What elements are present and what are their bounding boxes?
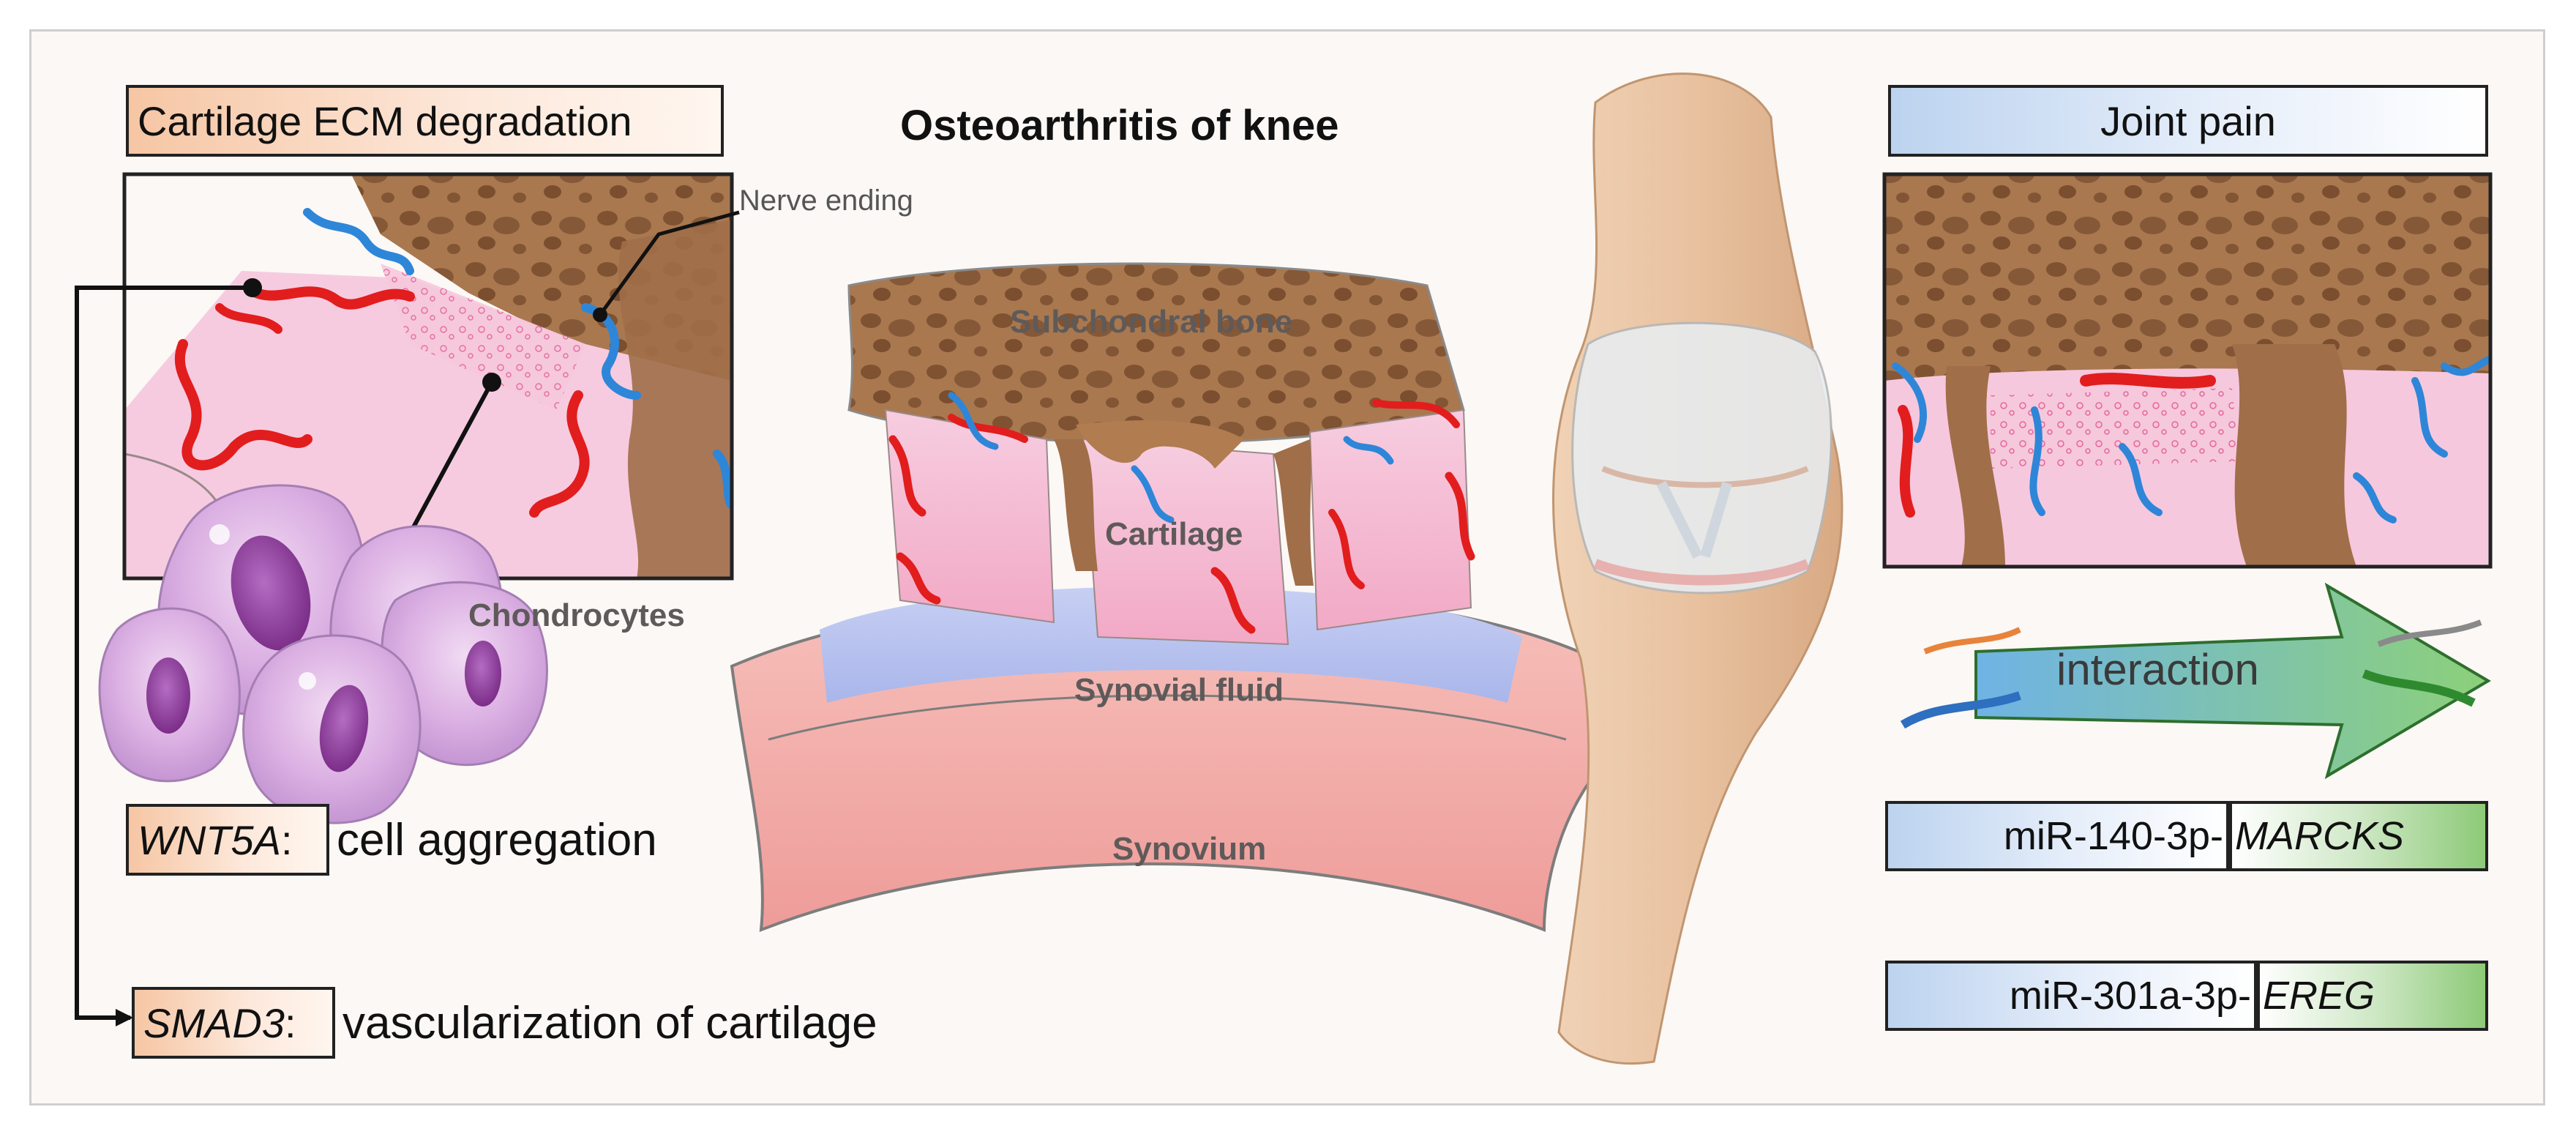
chondrocytes-label: Chondrocytes bbox=[468, 597, 685, 633]
knee-leg-illustration bbox=[1552, 72, 1843, 1065]
smad3-effect: vascularization of cartilage bbox=[342, 998, 877, 1048]
right-inset-image bbox=[1884, 174, 2490, 567]
wnt5a-colon: : bbox=[281, 816, 293, 863]
knee-cross-section bbox=[730, 262, 1634, 933]
figure-title: Osteoarthritis of knee bbox=[900, 102, 1339, 149]
ereg-target-box: EREG bbox=[2257, 961, 2488, 1031]
smad3-gene: SMAD3 bbox=[143, 999, 285, 1046]
cartilage-ecm-header-text: Cartilage ECM degradation bbox=[138, 97, 632, 144]
marcks-target: MARCKS bbox=[2235, 814, 2405, 858]
mirna-301a-text: miR-301a-3p- bbox=[2009, 974, 2251, 1018]
chondrocyte-cluster bbox=[98, 484, 548, 824]
synovial-fluid-label: Synovial fluid bbox=[1074, 672, 1284, 708]
smad3-gene-box: SMAD3: bbox=[132, 987, 335, 1059]
joint-pain-header: Joint pain bbox=[1888, 85, 2488, 157]
mirna-140-box: miR-140-3p- bbox=[1885, 801, 2229, 871]
wnt5a-gene-box: WNT5A: bbox=[126, 804, 329, 876]
nerve-ending-label: Nerve ending bbox=[739, 184, 913, 217]
mirna-301a-box: miR-301a-3p- bbox=[1885, 961, 2257, 1031]
interaction-arrow bbox=[1974, 582, 2491, 780]
interaction-label: interaction bbox=[2056, 645, 2259, 694]
subchondral-bone-label: Subchondral bone bbox=[1010, 304, 1293, 340]
cartilage-label: Cartilage bbox=[1105, 516, 1243, 552]
nerve-callout-line bbox=[598, 210, 740, 316]
mirna-strand-icons bbox=[1900, 619, 2482, 729]
wnt5a-effect: cell aggregation bbox=[337, 815, 657, 865]
smad3-connector bbox=[75, 286, 252, 1020]
wnt5a-gene: WNT5A bbox=[138, 816, 281, 863]
cartilage-ecm-header: Cartilage ECM degradation bbox=[126, 85, 724, 157]
synovium-label: Synovium bbox=[1112, 831, 1267, 867]
marcks-target-box: MARCKS bbox=[2229, 801, 2488, 871]
right-inset-border bbox=[1882, 172, 2493, 569]
smad3-colon: : bbox=[284, 999, 296, 1046]
mirna-140-text: miR-140-3p- bbox=[2003, 814, 2223, 858]
ereg-target: EREG bbox=[2263, 974, 2375, 1018]
joint-pain-header-text: Joint pain bbox=[2100, 97, 2276, 144]
